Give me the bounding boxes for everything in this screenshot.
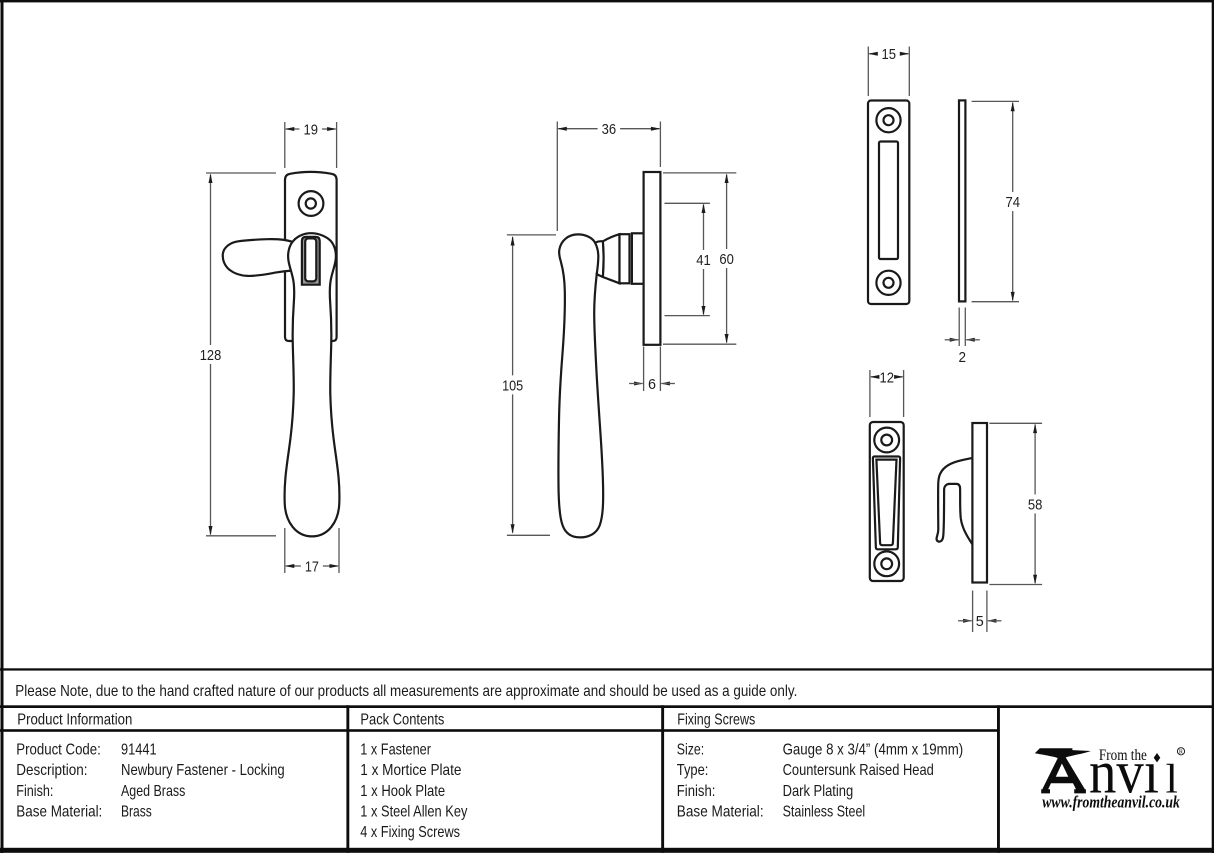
- svg-text:6: 6: [648, 376, 656, 393]
- svg-text:Description:: Description:: [16, 762, 87, 779]
- svg-text:4 x Fixing Screws: 4 x Fixing Screws: [360, 824, 460, 841]
- svg-text:1 x Hook Plate: 1 x Hook Plate: [360, 783, 445, 800]
- svg-text:Newbury Fastener - Locking: Newbury Fastener - Locking: [121, 762, 285, 779]
- svg-text:Product Code:: Product Code:: [16, 741, 101, 758]
- svg-text:128: 128: [200, 347, 222, 364]
- svg-text:Brass: Brass: [121, 804, 152, 821]
- svg-text:19: 19: [303, 121, 318, 138]
- svg-text:R: R: [1179, 749, 1184, 756]
- svg-text:www.fromtheanvil.co.uk: www.fromtheanvil.co.uk: [1042, 793, 1180, 812]
- svg-text:Finish:: Finish:: [677, 783, 716, 800]
- svg-text:91441: 91441: [121, 741, 157, 758]
- svg-text:Finish:: Finish:: [16, 783, 53, 800]
- svg-text:Product Information: Product Information: [17, 711, 132, 728]
- svg-text:Stainless Steel: Stainless Steel: [783, 804, 866, 821]
- svg-text:Gauge 8 x 3/4” (4mm x 19mm): Gauge 8 x 3/4” (4mm x 19mm): [783, 741, 964, 758]
- svg-text:74: 74: [1005, 194, 1020, 211]
- svg-text:1 x Mortice Plate: 1 x Mortice Plate: [360, 762, 461, 779]
- svg-text:Countersunk Raised Head: Countersunk Raised Head: [783, 762, 934, 779]
- svg-text:l: l: [1166, 756, 1179, 802]
- svg-text:Aged Brass: Aged Brass: [121, 783, 185, 800]
- svg-text:1 x Steel Allen Key: 1 x Steel Allen Key: [360, 804, 467, 821]
- svg-text:Please Note, due to the hand c: Please Note, due to the hand crafted nat…: [15, 683, 797, 700]
- svg-text:From the: From the: [1099, 747, 1147, 764]
- svg-text:2: 2: [958, 349, 966, 366]
- svg-text:12: 12: [880, 369, 895, 386]
- svg-text:Type:: Type:: [677, 762, 709, 779]
- svg-text:Pack Contents: Pack Contents: [360, 711, 444, 728]
- svg-text:Base Material:: Base Material:: [16, 804, 102, 821]
- svg-text:41: 41: [696, 252, 711, 269]
- svg-text:17: 17: [305, 558, 319, 575]
- svg-text:Size:: Size:: [677, 741, 704, 758]
- svg-text:Base Material:: Base Material:: [677, 804, 764, 821]
- svg-text:105: 105: [502, 377, 523, 394]
- svg-text:nvı: nvı: [1089, 739, 1159, 807]
- svg-text:Dark Plating: Dark Plating: [783, 783, 854, 800]
- svg-text:15: 15: [882, 46, 897, 63]
- svg-text:36: 36: [602, 121, 617, 138]
- svg-text:58: 58: [1028, 496, 1043, 513]
- svg-text:60: 60: [719, 251, 734, 268]
- svg-text:1 x Fastener: 1 x Fastener: [360, 741, 431, 758]
- svg-text:5: 5: [976, 613, 984, 630]
- svg-text:Fixing Screws: Fixing Screws: [677, 711, 755, 728]
